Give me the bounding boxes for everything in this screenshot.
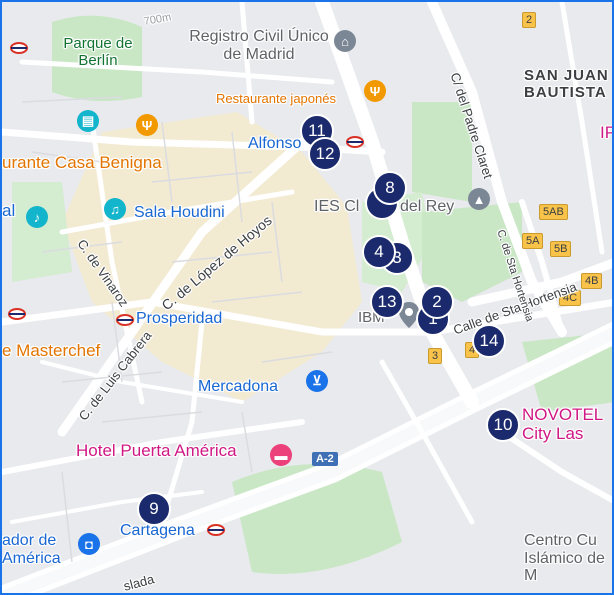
lopez-hoyos-road: [57, 137, 307, 437]
film-icon[interactable]: ▤: [77, 110, 99, 132]
map-marker-8[interactable]: 8: [373, 171, 407, 205]
label-ip[interactable]: IP: [600, 123, 612, 142]
shopping-cart-icon[interactable]: ⊻: [306, 370, 328, 392]
road-shield-3: 3: [428, 348, 443, 364]
music-note-icon[interactable]: ♪: [26, 206, 48, 228]
park-area-claret: [412, 102, 472, 202]
map-marker-12[interactable]: 12: [308, 137, 342, 171]
map-marker-9[interactable]: 9: [137, 492, 171, 526]
road-shield-4c: 4C: [559, 290, 582, 306]
map-marker-2[interactable]: 2: [420, 285, 454, 319]
parque-berlin-area: [52, 15, 142, 102]
claret-road: [427, 2, 567, 337]
label-casa-benigna[interactable]: urante Casa Benigna: [2, 153, 162, 172]
bed-icon[interactable]: ▬: [270, 444, 292, 466]
label-ador-america[interactable]: ador de América: [2, 532, 61, 567]
fork-knife-icon[interactable]: Ψ: [136, 114, 158, 136]
road-shield-2: 2: [522, 12, 537, 28]
fork-knife-icon[interactable]: Ψ: [364, 80, 386, 102]
bank-icon[interactable]: ⌂: [334, 30, 356, 52]
metro-icon[interactable]: [8, 308, 26, 320]
metro-icon[interactable]: [346, 136, 364, 148]
label-centro-cultural[interactable]: Centro Cu Islámico de M: [524, 532, 605, 585]
graduation-cap-icon[interactable]: ▲: [468, 188, 490, 210]
park-area-east: [422, 202, 522, 302]
metro-icon[interactable]: [207, 524, 225, 536]
metro-icon[interactable]: [10, 42, 28, 54]
road-shield-4b: 4B: [581, 273, 603, 289]
map-marker-13[interactable]: 13: [370, 285, 404, 319]
metro-icon[interactable]: [116, 314, 134, 326]
label-registro-civil[interactable]: Registro Civil Único de Madrid: [189, 28, 329, 63]
road-shield-a2: A-2: [312, 452, 338, 466]
label-masterchef[interactable]: e Masterchef: [2, 341, 101, 360]
label-san-juan-bautista: SAN JUAN BAUTISTA: [524, 67, 609, 101]
map-pin-icon[interactable]: [399, 302, 419, 328]
shopping-bag-icon[interactable]: ◘: [78, 533, 100, 555]
label-sala-houdini[interactable]: Sala Houdini: [134, 204, 225, 221]
label-alfonso[interactable]: Alfonso: [248, 135, 302, 152]
label-parque-berlin[interactable]: Parque de Berlín: [63, 35, 133, 69]
map-marker-4[interactable]: 4: [362, 235, 396, 269]
label-mercadona[interactable]: Mercadona: [198, 378, 279, 395]
label-ies-clara[interactable]: IES Cl: [314, 198, 360, 215]
label-novotel[interactable]: NOVOTEL City Las: [522, 405, 603, 443]
park-area-west: [12, 182, 72, 282]
label-restaurante-japones[interactable]: Restaurante japonés: [216, 91, 336, 106]
label-del-rey[interactable]: del Rey: [400, 198, 455, 215]
label-prosperidad[interactable]: Prosperidad: [136, 310, 223, 327]
road-shield-5b: 5B: [550, 241, 572, 257]
label-cartagena[interactable]: Cartagena: [120, 522, 195, 539]
label-hotel-puerta-america[interactable]: Hotel Puerta América: [76, 441, 237, 460]
music-note-icon[interactable]: ♫: [104, 198, 126, 220]
map-marker-10[interactable]: 10: [486, 408, 520, 442]
map-marker-14[interactable]: 14: [472, 324, 506, 358]
road-shield-5a: 5A: [522, 233, 544, 249]
road-shield-5ab: 5AB: [539, 204, 568, 220]
label-al[interactable]: al: [2, 201, 16, 220]
